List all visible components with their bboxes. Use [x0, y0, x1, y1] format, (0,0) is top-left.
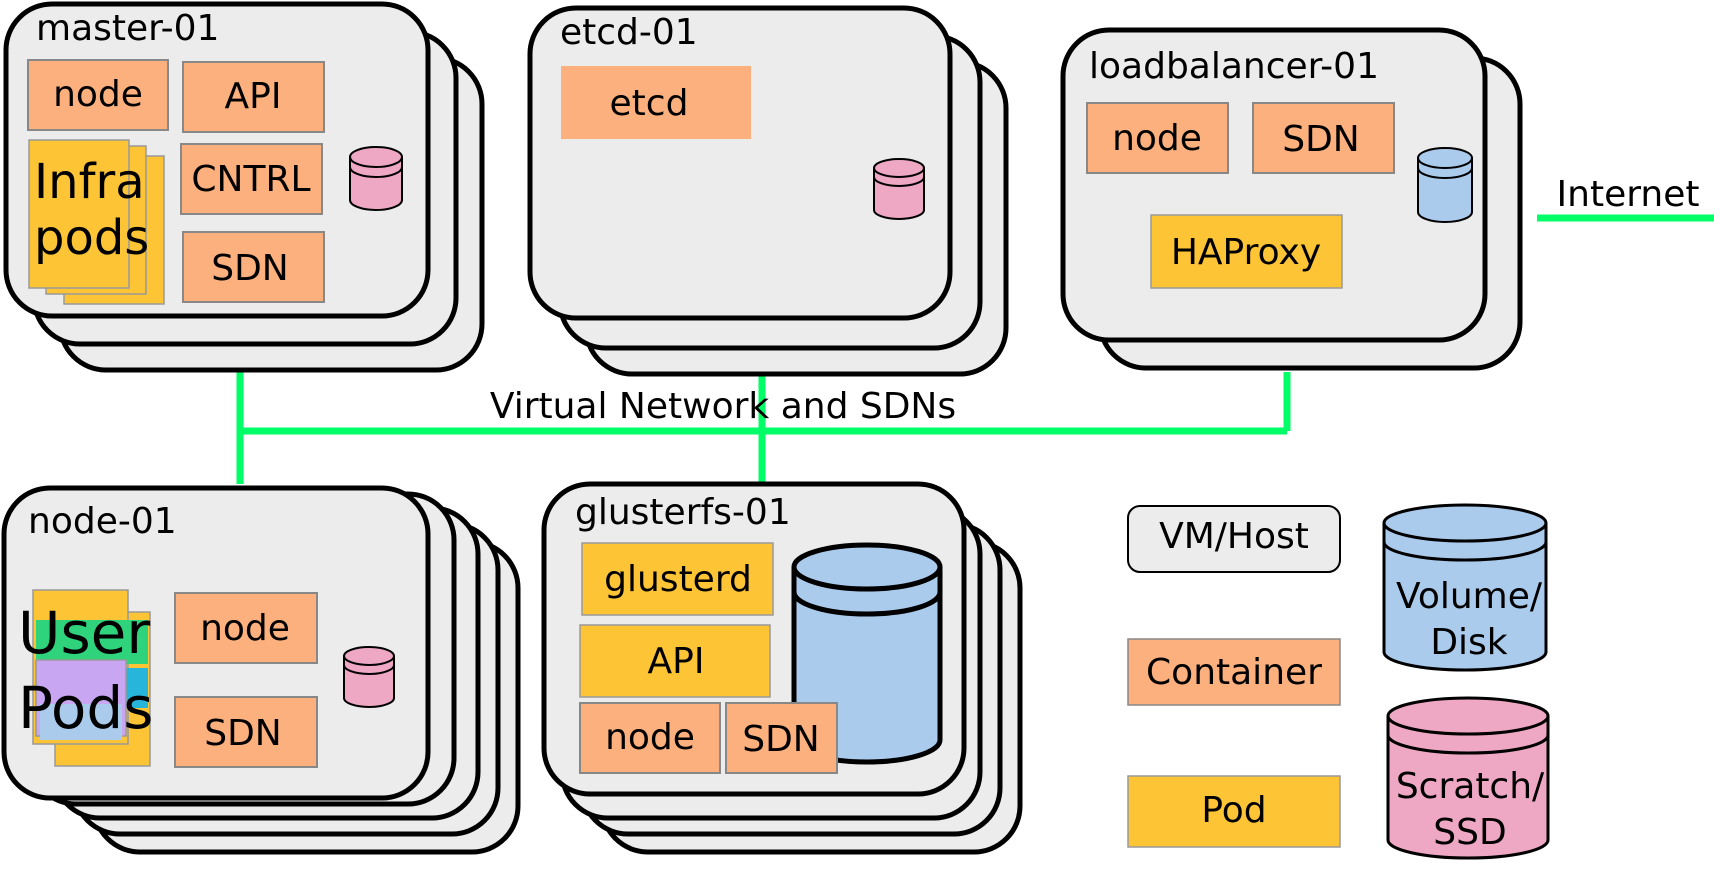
etcd-host-title: etcd-01 — [560, 12, 698, 53]
glusterfs-sdn-label: SDN — [742, 719, 820, 760]
infra-pod-front — [28, 139, 130, 289]
loadbalancer-node-container — [1086, 102, 1229, 174]
loadbalancer-sdn-label: SDN — [1282, 119, 1360, 160]
user-pods-label-line1: User — [18, 599, 150, 667]
legend-volume-disk-icon — [1382, 503, 1548, 672]
master-scratch-disk-icon — [349, 146, 403, 211]
node-node-container — [174, 592, 318, 664]
etcd-container-label: etcd — [610, 83, 689, 124]
master-node-container — [27, 59, 169, 131]
legend-volume-label-line2: Disk — [1430, 622, 1507, 663]
virtual-network — [236, 214, 1714, 484]
master-api-label: API — [225, 76, 282, 117]
user-pods-label-line2: Pods — [18, 674, 153, 742]
loadbalancer-host-title: loadbalancer-01 — [1089, 46, 1379, 87]
node-sdn-container — [174, 696, 318, 768]
glusterfs-api-pod — [579, 624, 771, 698]
haproxy-pod-label: HAProxy — [1171, 232, 1321, 273]
legend-pod-label: Pod — [1201, 790, 1266, 831]
internet-label: Internet — [1557, 174, 1700, 215]
glusterfs-node-container — [579, 702, 721, 774]
user-pod-light-blue — [40, 704, 122, 740]
legend-volume-label-line1: Volume/ — [1396, 576, 1543, 617]
legend-container-swatch — [1127, 638, 1341, 706]
node-scratch-disk-icon — [343, 646, 395, 708]
master-host-group: master-01 node API CNTRL SDN Infra pods — [3, 1, 485, 373]
legend: VM/Host Container Pod Volume/ Disk Scrat… — [1127, 503, 1550, 860]
node-host-group: node-01 User Pods node SDN — [1, 485, 521, 855]
legend-pod-swatch — [1127, 775, 1341, 848]
etcd-container — [561, 66, 751, 139]
legend-container-label: Container — [1146, 652, 1322, 693]
legend-scratch-label-line2: SSD — [1433, 812, 1506, 853]
loadbalancer-node-label: node — [1112, 118, 1202, 159]
master-host-title: master-01 — [36, 8, 219, 49]
loadbalancer-sdn-container — [1252, 102, 1395, 174]
etcd-scratch-disk-icon — [873, 158, 925, 220]
glusterfs-sdn-container — [725, 702, 838, 774]
glusterd-pod — [581, 542, 774, 616]
master-sdn-label: SDN — [211, 248, 289, 289]
legend-scratch-ssd-icon — [1386, 696, 1550, 860]
loadbalancer-volume-disk-icon — [1417, 147, 1473, 223]
user-pod-green — [36, 620, 148, 664]
master-cntrl-label: CNTRL — [191, 159, 310, 200]
infra-pods-label-line1: Infra — [34, 154, 145, 210]
loadbalancer-host-group: loadbalancer-01 node SDN HAProxy — [1060, 27, 1523, 371]
master-node-label: node — [53, 74, 143, 115]
legend-scratch-label-line1: Scratch/ — [1396, 766, 1545, 807]
node-host-title: node-01 — [28, 501, 177, 542]
node-node-label: node — [200, 608, 290, 649]
master-cntrl-container — [180, 143, 323, 215]
glusterfs-host-title: glusterfs-01 — [575, 492, 791, 533]
haproxy-pod — [1150, 214, 1343, 289]
master-sdn-container — [182, 231, 325, 303]
glusterd-pod-label: glusterd — [604, 559, 752, 600]
master-api-container — [182, 61, 325, 133]
node-sdn-label: SDN — [204, 713, 282, 754]
glusterfs-api-label: API — [648, 641, 705, 682]
network-label: Virtual Network and SDNs — [490, 386, 956, 427]
glusterfs-node-label: node — [605, 717, 695, 758]
legend-vm-host-label: VM/Host — [1159, 516, 1309, 557]
glusterfs-host-group: glusterfs-01 glusterd API node SDN — [541, 481, 1023, 855]
legend-vm-host-swatch — [1127, 505, 1341, 573]
infra-pods-label-line2: pods — [34, 210, 149, 266]
etcd-host-group: etcd-01 etcd — [527, 5, 1009, 377]
